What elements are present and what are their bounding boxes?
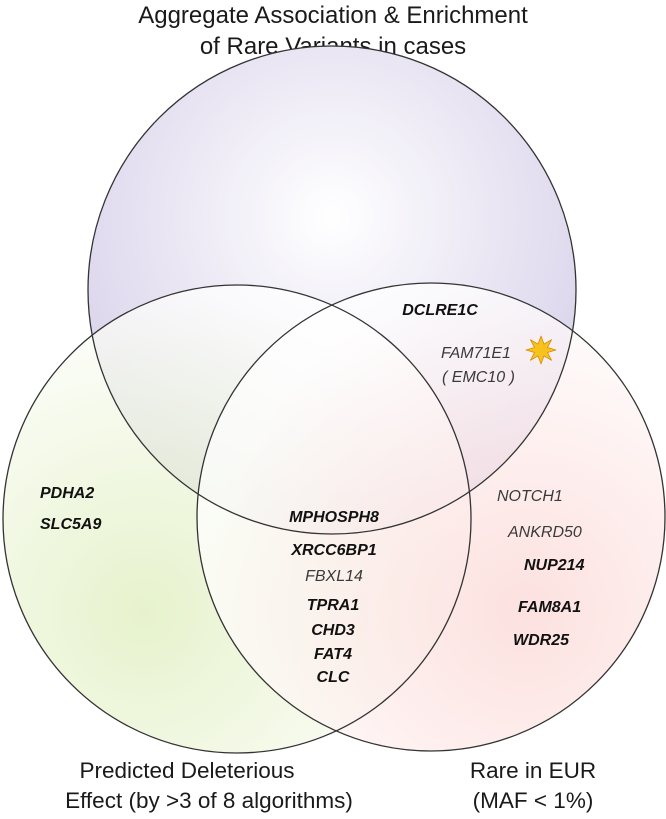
circle-right-outline [196,282,666,752]
right-set-label-line2: (MAF < 1%) [473,788,594,813]
gene-notch1: NOTCH1 [497,488,563,505]
gene-fat4: FAT4 [314,646,352,663]
gene-fam71e1: FAM71E1 [441,345,511,362]
gene-pdha2: PDHA2 [40,485,94,502]
gene-clc: CLC [317,669,350,686]
gene-mphosph8: MPHOSPH8 [289,509,379,526]
star-icon [525,335,557,365]
gene-emc10: ( EMC10 ) [442,369,515,386]
gene-wdr25: WDR25 [513,632,570,649]
left-set-label-line2: Effect (by >3 of 8 algorithms) [65,788,353,813]
right-set-label-line1: Rare in EUR [470,758,596,783]
gene-chd3: CHD3 [311,622,355,639]
left-set-label-line1: Predicted Deleterious [79,758,294,783]
gene-nup214: NUP214 [524,557,585,574]
gene-tpra1: TPRA1 [307,597,360,614]
gene-xrcc6bp1: XRCC6BP1 [290,542,376,559]
gene-slc5a9: SLC5A9 [40,516,101,533]
gene-fam8a1: FAM8A1 [518,599,581,616]
gene-ankrd50: ANKRD50 [507,524,582,541]
gene-dclre1c: DCLRE1C [402,302,478,319]
circle-top-outline [87,45,577,535]
circle-right-fill [197,283,665,751]
circle-left-outline [2,284,472,754]
gene-fbxl14: FBXL14 [305,568,363,585]
diagram-title-line1: Aggregate Association & Enrichment [138,2,528,29]
